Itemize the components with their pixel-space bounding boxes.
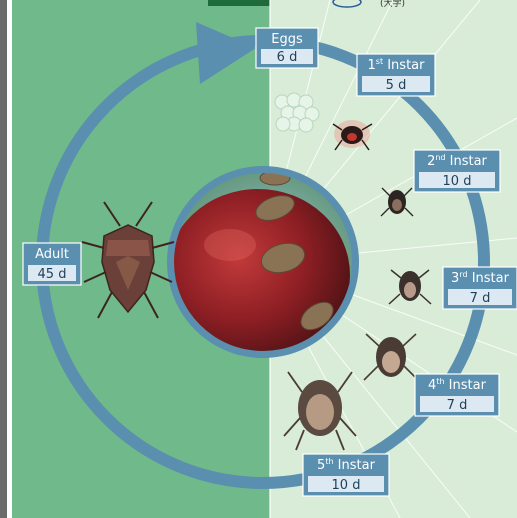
stage-label-eggs: Eggs 6 d: [256, 28, 318, 68]
header-logo-bar: [208, 0, 270, 6]
left-sidebar-strip: [0, 0, 7, 518]
stage-duration-eggs: 6 d: [277, 50, 298, 65]
stage-duration-instar-5: 10 d: [332, 478, 361, 493]
stage-title-adult: Adult: [35, 247, 69, 262]
stage-title-eggs: Eggs: [271, 32, 303, 47]
eggs-image: [275, 93, 319, 132]
stage-duration-instar-4: 7 d: [447, 398, 468, 413]
stage-label-adult: Adult 45 d: [23, 243, 81, 285]
stage-duration-instar-3: 7 d: [470, 291, 491, 306]
stage-duration-instar-1: 5 d: [386, 78, 407, 93]
stage-duration-adult: 45 d: [38, 267, 67, 282]
stage-duration-instar-2: 10 d: [443, 174, 472, 189]
